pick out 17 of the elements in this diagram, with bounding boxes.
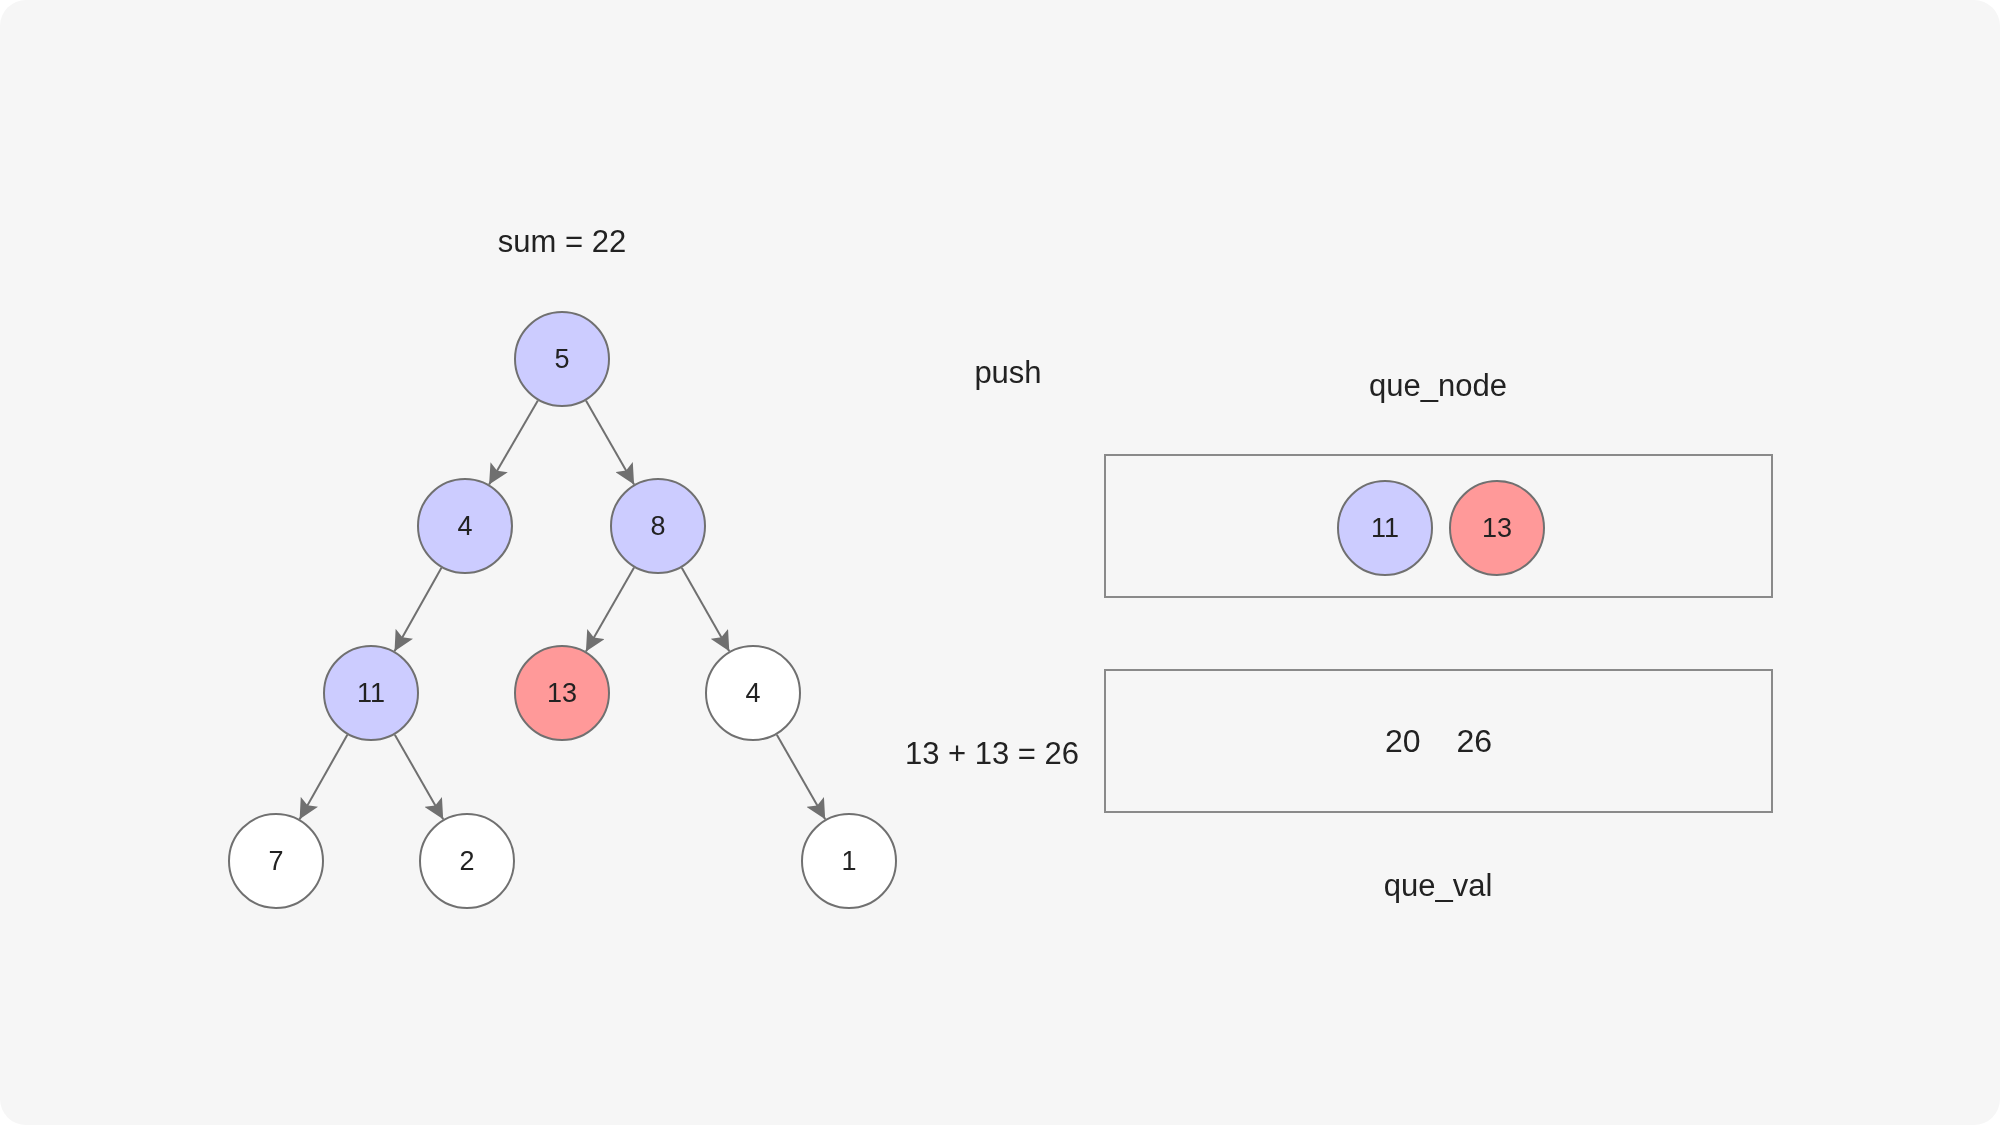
arrow	[393, 566, 443, 653]
queue-caption: que_node	[1369, 369, 1507, 401]
arrow	[775, 733, 827, 821]
arrow	[680, 566, 731, 653]
arrow	[584, 566, 636, 653]
queue-caption: que_val	[1383, 869, 1493, 901]
queue-box	[1104, 454, 1773, 598]
arrow	[393, 733, 445, 821]
operation-text: push	[974, 356, 1042, 388]
arrow	[584, 399, 636, 486]
queue-box	[1104, 669, 1773, 813]
target-sum-text: sum = 22	[497, 225, 627, 257]
queue-value: 26	[1456, 725, 1493, 757]
sum-formula-text: 13 + 13 = 26	[904, 737, 1080, 769]
arrow	[298, 733, 349, 821]
arrow	[488, 399, 539, 486]
queue-value: 20	[1384, 725, 1421, 757]
